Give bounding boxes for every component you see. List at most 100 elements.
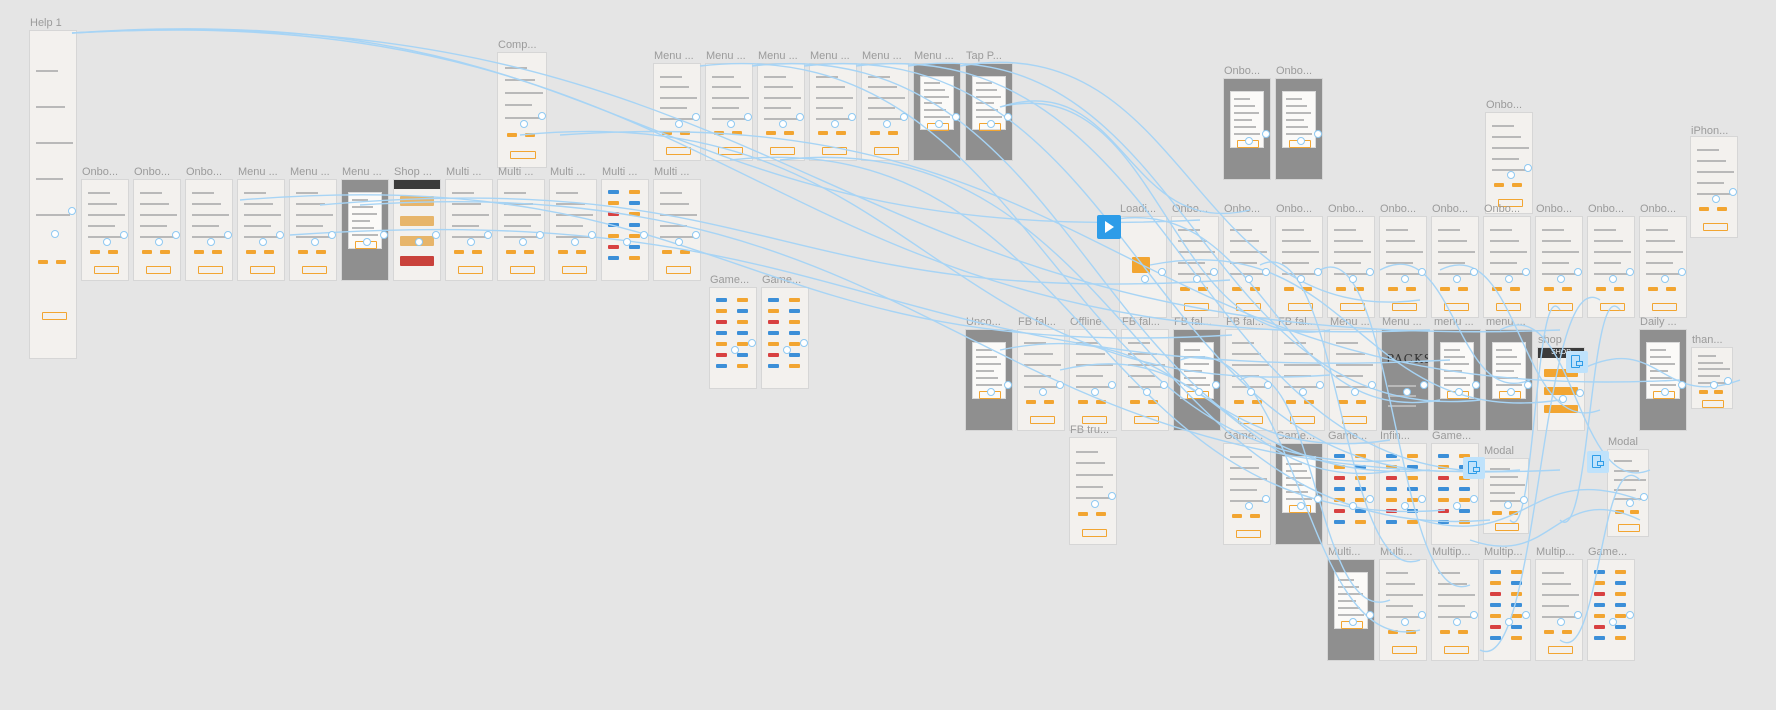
artboard[interactable] — [1328, 217, 1374, 317]
artboard[interactable] — [710, 288, 756, 388]
link-handle[interactable] — [467, 238, 475, 246]
artboard[interactable] — [1328, 560, 1374, 660]
artboard[interactable] — [1018, 330, 1064, 430]
link-handle[interactable] — [1626, 499, 1634, 507]
artboard-label[interactable]: menu ... — [1486, 316, 1526, 328]
artboard-label[interactable]: Menu ... — [862, 50, 902, 62]
artboard[interactable] — [1122, 330, 1168, 430]
artboard[interactable] — [1328, 444, 1374, 544]
link-handle[interactable] — [1403, 388, 1411, 396]
artboard[interactable] — [1276, 217, 1322, 317]
link-handle[interactable] — [1418, 495, 1426, 503]
link-handle[interactable] — [1349, 618, 1357, 626]
link-handle[interactable] — [987, 120, 995, 128]
link-handle[interactable] — [1004, 381, 1012, 389]
link-handle[interactable] — [748, 339, 756, 347]
artboard-label[interactable]: Menu ... — [810, 50, 850, 62]
artboard[interactable] — [1174, 330, 1220, 430]
artboard[interactable] — [82, 180, 128, 280]
link-handle[interactable] — [1678, 381, 1686, 389]
link-handle[interactable] — [1366, 495, 1374, 503]
link-handle[interactable] — [1522, 268, 1530, 276]
artboard-label[interactable]: Game... — [710, 274, 750, 286]
artboard-label[interactable]: Onbo... — [1484, 203, 1521, 215]
link-handle[interactable] — [731, 346, 739, 354]
artboard-label[interactable]: Onbo... — [1640, 203, 1677, 215]
artboard[interactable] — [1380, 560, 1426, 660]
link-handle[interactable] — [675, 238, 683, 246]
artboard-label[interactable]: Comp... — [498, 39, 537, 51]
artboard[interactable] — [810, 64, 856, 160]
link-handle[interactable] — [987, 388, 995, 396]
link-handle[interactable] — [783, 346, 791, 354]
link-handle[interactable] — [1314, 130, 1322, 138]
link-handle[interactable] — [1091, 500, 1099, 508]
link-handle[interactable] — [1314, 495, 1322, 503]
artboard[interactable] — [1536, 560, 1582, 660]
artboard-label[interactable]: Onbo... — [1276, 65, 1313, 77]
link-handle[interactable] — [1349, 502, 1357, 510]
artboard[interactable] — [1172, 217, 1218, 317]
artboard-label[interactable]: Onbo... — [1172, 203, 1209, 215]
link-handle[interactable] — [1245, 502, 1253, 510]
link-handle[interactable] — [727, 120, 735, 128]
artboard[interactable] — [1224, 444, 1270, 544]
link-handle[interactable] — [415, 238, 423, 246]
artboard-label[interactable]: Multip... — [1536, 546, 1575, 558]
link-handle[interactable] — [692, 113, 700, 121]
artboard-label[interactable]: FB fal... — [1122, 316, 1160, 328]
artboard-label[interactable]: FB fal... — [1174, 316, 1212, 328]
link-handle[interactable] — [1212, 381, 1220, 389]
artboard-label[interactable]: than... — [1692, 334, 1723, 346]
artboard-label[interactable]: Onbo... — [1380, 203, 1417, 215]
link-handle[interactable] — [276, 231, 284, 239]
artboard-label[interactable]: Unco... — [966, 316, 1001, 328]
artboard-label[interactable]: Onbo... — [1328, 203, 1365, 215]
artboard-label[interactable]: Game... — [1224, 430, 1264, 442]
artboard[interactable] — [914, 64, 960, 160]
artboard-label[interactable]: FB fal... — [1018, 316, 1056, 328]
artboard-label[interactable]: Shop ... — [394, 166, 432, 178]
link-handle[interactable] — [1574, 611, 1582, 619]
link-handle[interactable] — [796, 113, 804, 121]
overlay-transition-icon[interactable] — [1587, 451, 1609, 473]
artboard[interactable] — [1432, 560, 1478, 660]
link-handle[interactable] — [536, 231, 544, 239]
link-handle[interactable] — [1559, 395, 1567, 403]
artboard-label[interactable]: Menu ... — [342, 166, 382, 178]
link-handle[interactable] — [1712, 195, 1720, 203]
link-handle[interactable] — [692, 231, 700, 239]
link-handle[interactable] — [224, 231, 232, 239]
link-handle[interactable] — [1368, 381, 1376, 389]
link-handle[interactable] — [1504, 501, 1512, 509]
link-handle[interactable] — [1195, 388, 1203, 396]
artboard-label[interactable]: Onbo... — [186, 166, 223, 178]
link-handle[interactable] — [311, 238, 319, 246]
link-handle[interactable] — [1299, 388, 1307, 396]
link-handle[interactable] — [363, 238, 371, 246]
link-handle[interactable] — [779, 120, 787, 128]
link-handle[interactable] — [1108, 492, 1116, 500]
link-handle[interactable] — [103, 238, 111, 246]
link-handle[interactable] — [1472, 381, 1480, 389]
link-handle[interactable] — [259, 238, 267, 246]
artboard[interactable] — [1640, 330, 1686, 430]
artboard-label[interactable]: Menu ... — [290, 166, 330, 178]
artboard-label[interactable]: menu ... — [1434, 316, 1474, 328]
link-handle[interactable] — [1245, 275, 1253, 283]
artboard-label[interactable]: Game... — [1276, 430, 1316, 442]
artboard[interactable] — [966, 64, 1012, 160]
link-handle[interactable] — [1297, 502, 1305, 510]
artboard-label[interactable]: Multip... — [1484, 546, 1523, 558]
artboard-label[interactable]: Onbo... — [1224, 203, 1261, 215]
artboard[interactable] — [186, 180, 232, 280]
overlay-transition-icon[interactable] — [1463, 457, 1485, 479]
artboard[interactable] — [1640, 217, 1686, 317]
artboard-label[interactable]: Onbo... — [1276, 203, 1313, 215]
link-handle[interactable] — [120, 231, 128, 239]
link-handle[interactable] — [1470, 495, 1478, 503]
artboard[interactable] — [1380, 217, 1426, 317]
artboard-label[interactable]: Modal — [1608, 436, 1638, 448]
artboard[interactable] — [1484, 217, 1530, 317]
artboard-label[interactable]: Help 1 — [30, 17, 62, 29]
